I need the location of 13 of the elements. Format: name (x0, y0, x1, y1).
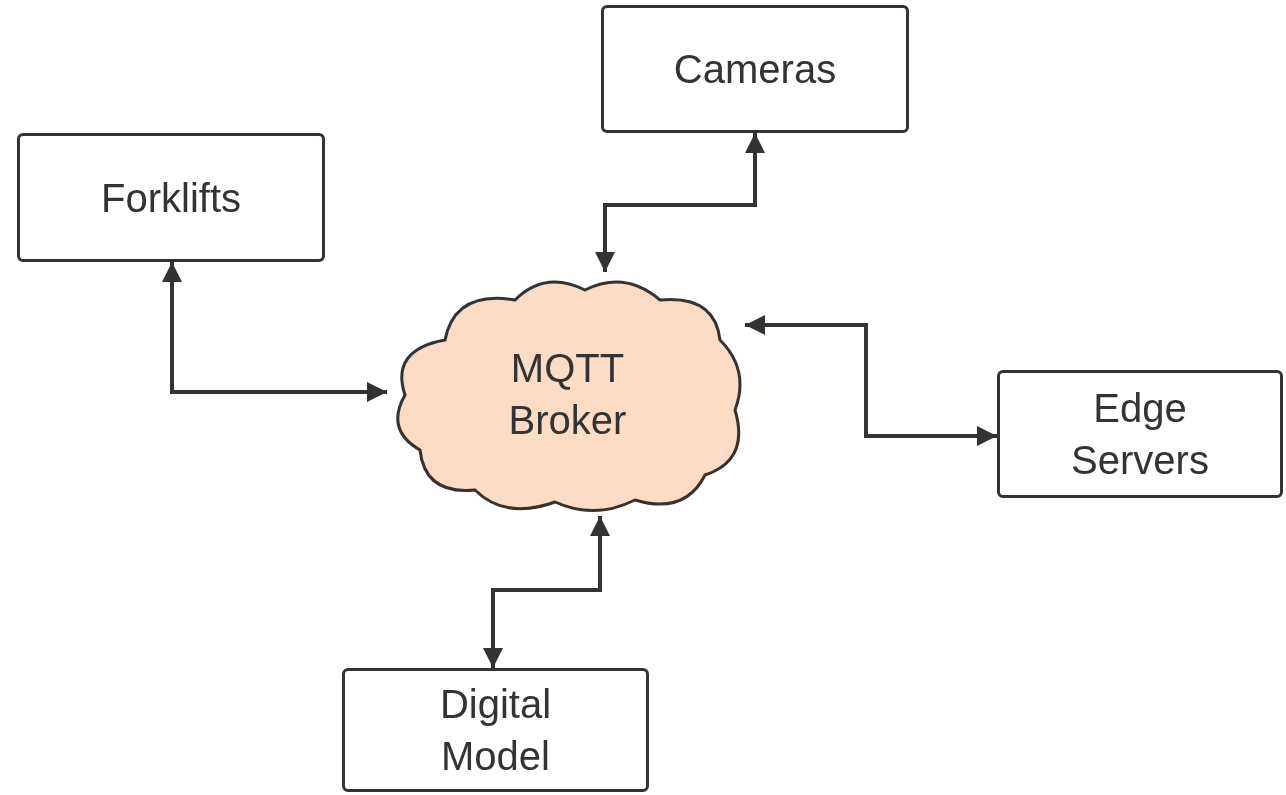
node-label: Cameras (673, 46, 837, 93)
process-box (17, 133, 325, 262)
double-arrow (745, 315, 997, 446)
double-arrow (595, 133, 765, 272)
double-arrow (162, 262, 387, 402)
node-label: MQTT Broker (507, 345, 628, 444)
node-label: Digital Model (438, 681, 553, 780)
process-box (997, 370, 1283, 498)
node-label: Forklifts (101, 174, 241, 222)
double-arrow (483, 516, 610, 668)
process-box (601, 5, 909, 133)
process-box (342, 668, 649, 792)
node-label: Edge Servers (1070, 385, 1210, 484)
